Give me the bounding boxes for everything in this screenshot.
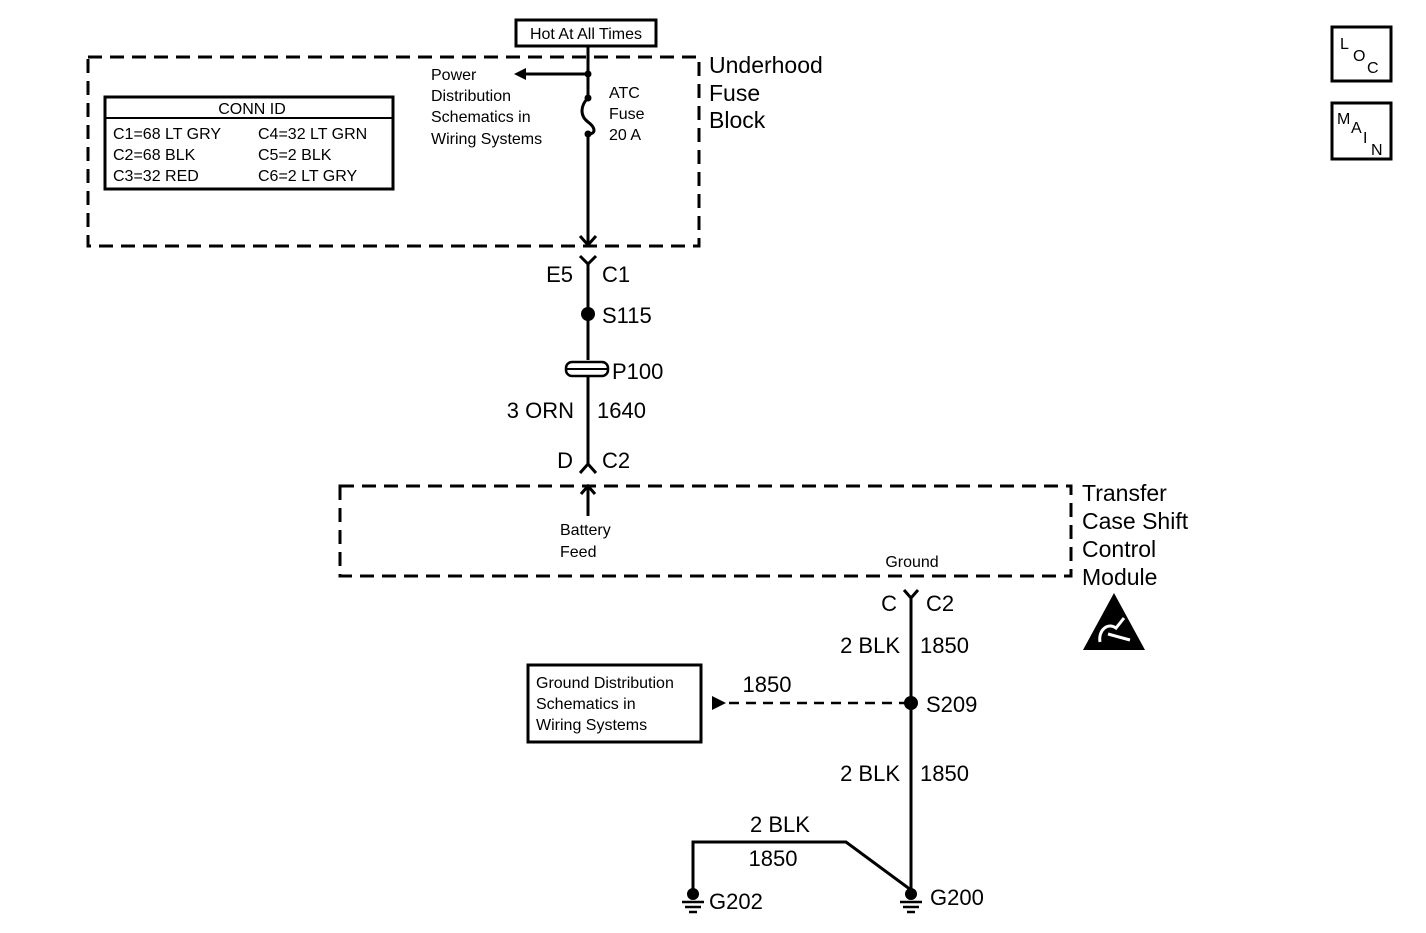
- d-pin-label: D: [557, 448, 573, 473]
- fuse-block-name-line-3: Block: [709, 107, 766, 133]
- battery-feed-line-2: Feed: [560, 544, 596, 561]
- loc-button[interactable]: L O C: [1330, 25, 1393, 83]
- module-ground-label: Ground: [885, 554, 938, 571]
- circuit-1640-label: 1640: [597, 398, 646, 423]
- power-ref-line-1: Power: [431, 67, 477, 84]
- ground-ref-line-3: Wiring Systems: [536, 717, 647, 734]
- main-letter-a: A: [1351, 120, 1362, 137]
- s115-splice-label: S115: [602, 303, 652, 328]
- fuse-label-line-1: ATC: [609, 85, 640, 102]
- ground-ref-line-2: Schematics in: [536, 696, 636, 713]
- power-ref-line-3: Schematics in: [431, 109, 531, 126]
- module-outline: [338, 484, 1073, 578]
- module-name-line-4: Module: [1082, 564, 1157, 590]
- module-name-line-1: Transfer: [1082, 480, 1167, 506]
- ground-distribution-reference[interactable]: Ground Distribution Schematics in Wiring…: [526, 663, 703, 744]
- battery-feed-line-1: Battery: [560, 522, 611, 539]
- connector-c2-ground: [902, 589, 920, 601]
- power-distribution-reference[interactable]: Power Distribution Schematics in Wiring …: [431, 67, 542, 148]
- wire-color-3-orn: 3 ORN: [507, 398, 574, 423]
- conn-id-c1: C1=68 LT GRY: [113, 126, 221, 143]
- ground-ref-arrow-icon: [712, 696, 726, 710]
- main-letter-i: I: [1363, 130, 1367, 147]
- fuse-icon: [580, 96, 596, 136]
- conn-id-c6: C6=2 LT GRY: [258, 168, 357, 185]
- circuit-1850-lower: 1850: [920, 761, 969, 786]
- fuse-block-name-line-1: Underhood: [709, 52, 823, 78]
- s209-splice-dot: [904, 696, 918, 710]
- ground-ref-line-1: Ground Distribution: [536, 675, 674, 692]
- underhood-fuse-block-outline: [86, 55, 701, 248]
- conn-id-c4: C4=32 LT GRN: [258, 126, 367, 143]
- fuse-label-line-3: 20 A: [609, 127, 641, 144]
- esd-sensitive-icon: [1083, 593, 1145, 650]
- fuse-label-line-2: Fuse: [609, 106, 645, 123]
- circuit-1850-ref: 1850: [743, 672, 792, 697]
- circuit-1850-upper: 1850: [920, 633, 969, 658]
- g200-label: G200: [930, 885, 984, 910]
- power-ref-arrow-icon: [514, 68, 526, 80]
- hot-at-all-times-label: Hot At All Times: [530, 26, 642, 43]
- main-button[interactable]: M A I N: [1330, 101, 1393, 161]
- c2-feed-connector-label: C2: [602, 448, 630, 473]
- ground-g202-icon: [682, 888, 704, 914]
- feed-wire: [578, 46, 598, 248]
- loc-letter-l: L: [1340, 36, 1349, 53]
- conn-id-title: CONN ID: [218, 101, 286, 118]
- s115-splice-dot: [581, 307, 595, 321]
- module-name-line-2: Case Shift: [1082, 508, 1189, 534]
- p100-label: P100: [612, 359, 663, 384]
- g202-branch-wire: [691, 840, 912, 892]
- power-ref-line-2: Distribution: [431, 88, 511, 105]
- circuit-1850-branch: 1850: [749, 846, 798, 871]
- wire-color-2-blk-upper: 2 BLK: [840, 633, 900, 658]
- e5-pin-label: E5: [546, 262, 573, 287]
- connector-c2-feed: [578, 461, 598, 474]
- c-pin-label: C: [881, 591, 897, 616]
- power-ref-line-4: Wiring Systems: [431, 131, 542, 148]
- ground-g200-icon: [900, 888, 922, 914]
- wire-color-2-blk-branch: 2 BLK: [750, 812, 810, 837]
- module-name-line-3: Control: [1082, 536, 1156, 562]
- s209-splice-label: S209: [926, 692, 977, 717]
- battery-feed-arrow-icon: [579, 483, 597, 495]
- c2-ground-connector-label: C2: [926, 591, 954, 616]
- conn-id-c2: C2=68 BLK: [113, 147, 196, 164]
- wire-color-2-blk-lower: 2 BLK: [840, 761, 900, 786]
- g202-label: G202: [709, 889, 763, 914]
- fuse-block-name-line-2: Fuse: [709, 80, 760, 106]
- p100-passthrough-icon: [564, 360, 610, 378]
- conn-id-c5: C5=2 BLK: [258, 147, 332, 164]
- c1-connector-label: C1: [602, 262, 630, 287]
- hot-at-all-times-box: Hot At All Times: [514, 18, 658, 48]
- loc-letter-o: O: [1353, 48, 1365, 65]
- main-letter-n: N: [1371, 142, 1383, 159]
- loc-letter-c: C: [1367, 60, 1379, 77]
- conn-id-c3: C3=32 RED: [113, 168, 199, 185]
- conn-id-table: CONN ID C1=68 LT GRY C2=68 BLK C3=32 RED…: [103, 95, 395, 191]
- main-letter-m: M: [1337, 111, 1350, 128]
